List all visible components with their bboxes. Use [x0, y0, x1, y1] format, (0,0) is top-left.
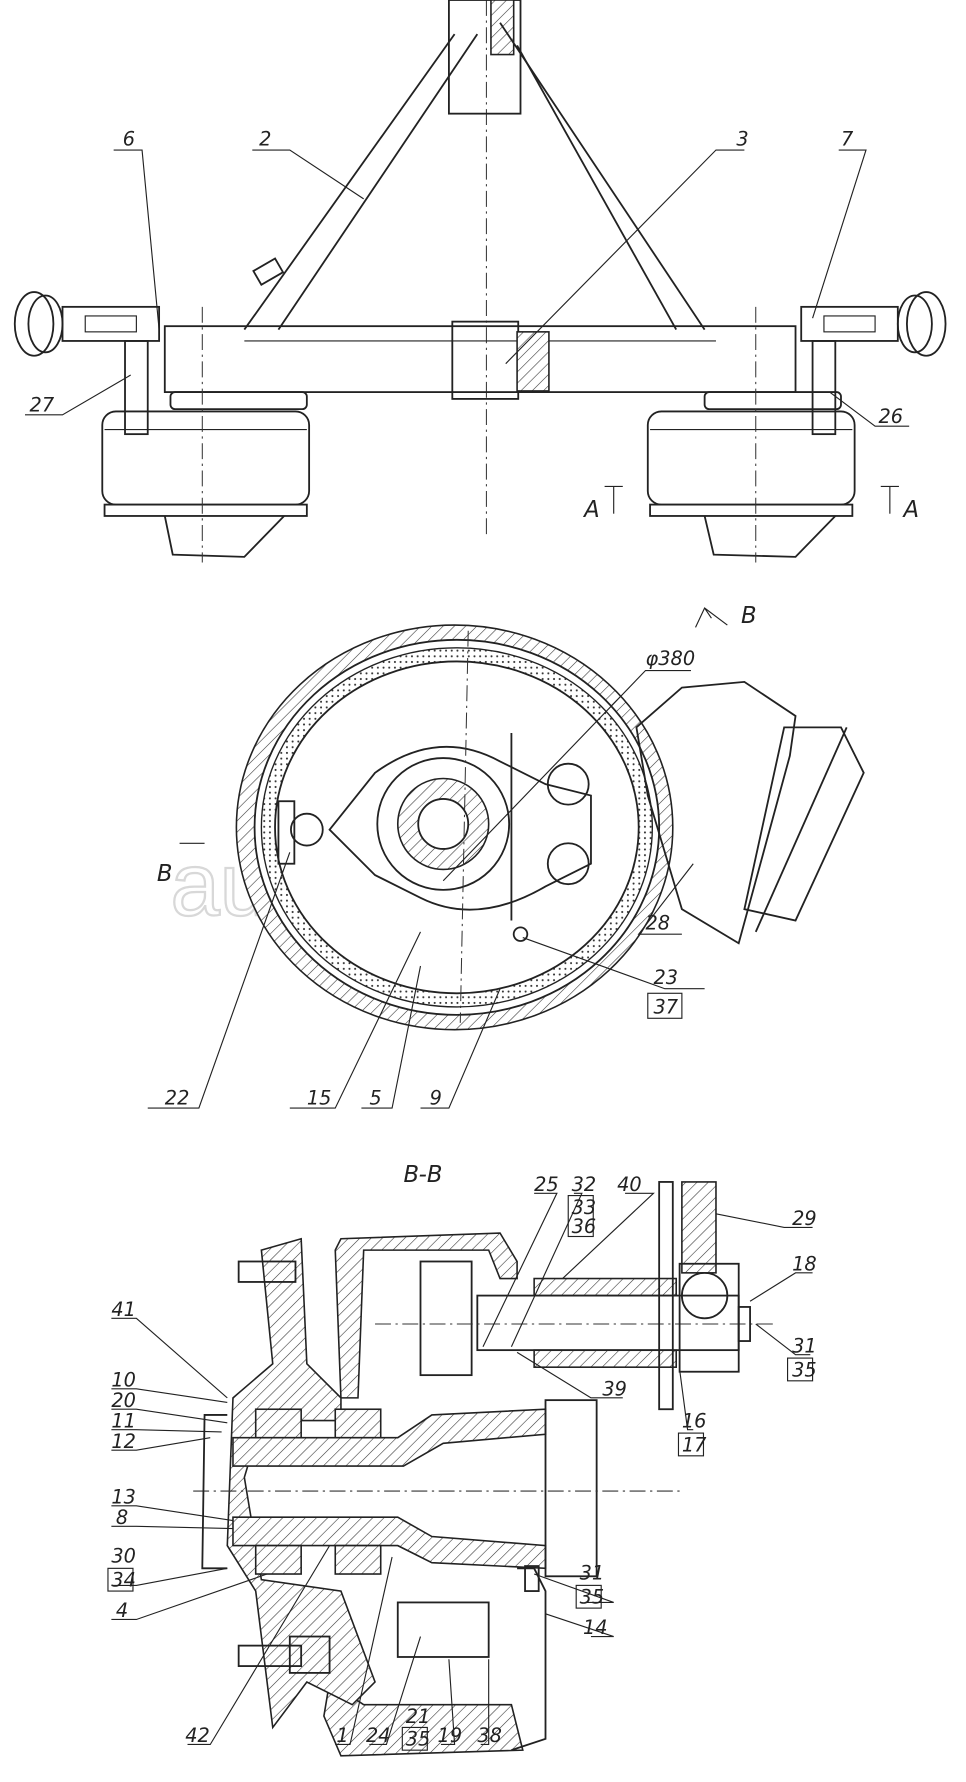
label-8: 8 [116, 1506, 128, 1529]
diameter-label: φ380 [646, 647, 696, 670]
label-15: 15 [307, 1087, 332, 1110]
spring [277, 800, 296, 865]
anchor-pin [396, 1601, 490, 1658]
label-1: 1 [336, 1724, 348, 1747]
brake-chamber [635, 680, 797, 945]
label-7: 7 [841, 127, 854, 150]
label-32: 32 [572, 1173, 597, 1196]
label-20: 20 [111, 1389, 136, 1412]
label-12: 12 [111, 1430, 136, 1453]
camshaft-bracket [419, 1260, 473, 1377]
label-31-top: 31 [792, 1334, 817, 1357]
label-19: 19 [438, 1724, 463, 1747]
left-air-spring [101, 306, 311, 563]
label-6: 6 [123, 127, 135, 150]
section-title: B-B [403, 1162, 442, 1188]
section-b-b-view: B-B [107, 1162, 817, 1757]
label-35-top: 35 [792, 1358, 817, 1381]
section-leaders [111, 1192, 813, 1746]
label-23: 23 [653, 966, 678, 989]
section-a-right: A [901, 497, 919, 523]
label-39: 39 [602, 1378, 627, 1401]
wheel-stud-top [237, 1260, 297, 1283]
hitch-mount [447, 0, 522, 115]
label-24: 24 [366, 1724, 391, 1747]
camshaft [476, 1294, 740, 1352]
label-21: 21 [406, 1705, 431, 1728]
hub-cap [201, 1414, 228, 1570]
label-42: 42 [185, 1724, 210, 1747]
label-27: 27 [30, 393, 55, 416]
label-14: 14 [583, 1616, 608, 1639]
label-22: 22 [165, 1087, 190, 1110]
inner-bearing [334, 1408, 382, 1439]
slack-adjuster-arm [681, 1181, 717, 1274]
label-5: 5 [369, 1087, 381, 1110]
hub [376, 757, 511, 891]
label-37: 37 [653, 996, 678, 1019]
axle-end [544, 1399, 598, 1578]
right-air-spring [646, 306, 856, 563]
label-35-bottom: 35 [406, 1728, 431, 1751]
section-arrow-b-top [695, 607, 728, 628]
drum-leaders [147, 669, 705, 1109]
label-9: 9 [430, 1087, 442, 1110]
wheel-hub-flange [226, 1237, 376, 1730]
label-28: 28 [646, 912, 671, 935]
label-30: 30 [111, 1545, 136, 1568]
label-34: 34 [111, 1569, 136, 1592]
label-11: 11 [111, 1409, 136, 1432]
section-mark-b-top: B [741, 603, 757, 629]
label-17: 17 [682, 1433, 707, 1456]
label-36: 36 [572, 1215, 597, 1238]
a-frame [243, 22, 706, 331]
label-40: 40 [617, 1173, 642, 1196]
axle-beam [163, 325, 797, 393]
label-31-lower: 31 [580, 1562, 605, 1585]
section-mark-b-left: B [157, 861, 173, 887]
dust-shield [511, 1567, 547, 1752]
label-13: 13 [111, 1486, 136, 1509]
outer-bearing [254, 1408, 302, 1439]
label-33: 33 [572, 1196, 597, 1219]
right-lamp [800, 291, 947, 436]
brake-shield [328, 745, 592, 911]
label-3: 3 [736, 127, 748, 150]
label-35-lower: 35 [580, 1586, 605, 1609]
label-10: 10 [111, 1369, 136, 1392]
label-2: 2 [259, 127, 271, 150]
brake-drum-view: B φ380 B 28 23 37 [147, 603, 865, 1110]
slack-adjuster [680, 1271, 729, 1320]
brake-drum-section [334, 1232, 518, 1399]
label-25: 25 [534, 1173, 559, 1196]
label-29: 29 [792, 1207, 817, 1230]
section-a-left: A [582, 497, 600, 523]
label-16: 16 [682, 1409, 707, 1432]
camshaft-tube [533, 1277, 677, 1297]
label-18: 18 [792, 1253, 817, 1276]
label-41: 41 [111, 1298, 136, 1321]
label-38: 38 [477, 1724, 502, 1747]
drum-lower [323, 1680, 524, 1757]
top-view: 6 2 3 7 27 26 A A [13, 0, 947, 563]
label-26: 26 [878, 405, 903, 428]
top-leaders [25, 149, 910, 514]
label-4: 4 [116, 1599, 128, 1622]
